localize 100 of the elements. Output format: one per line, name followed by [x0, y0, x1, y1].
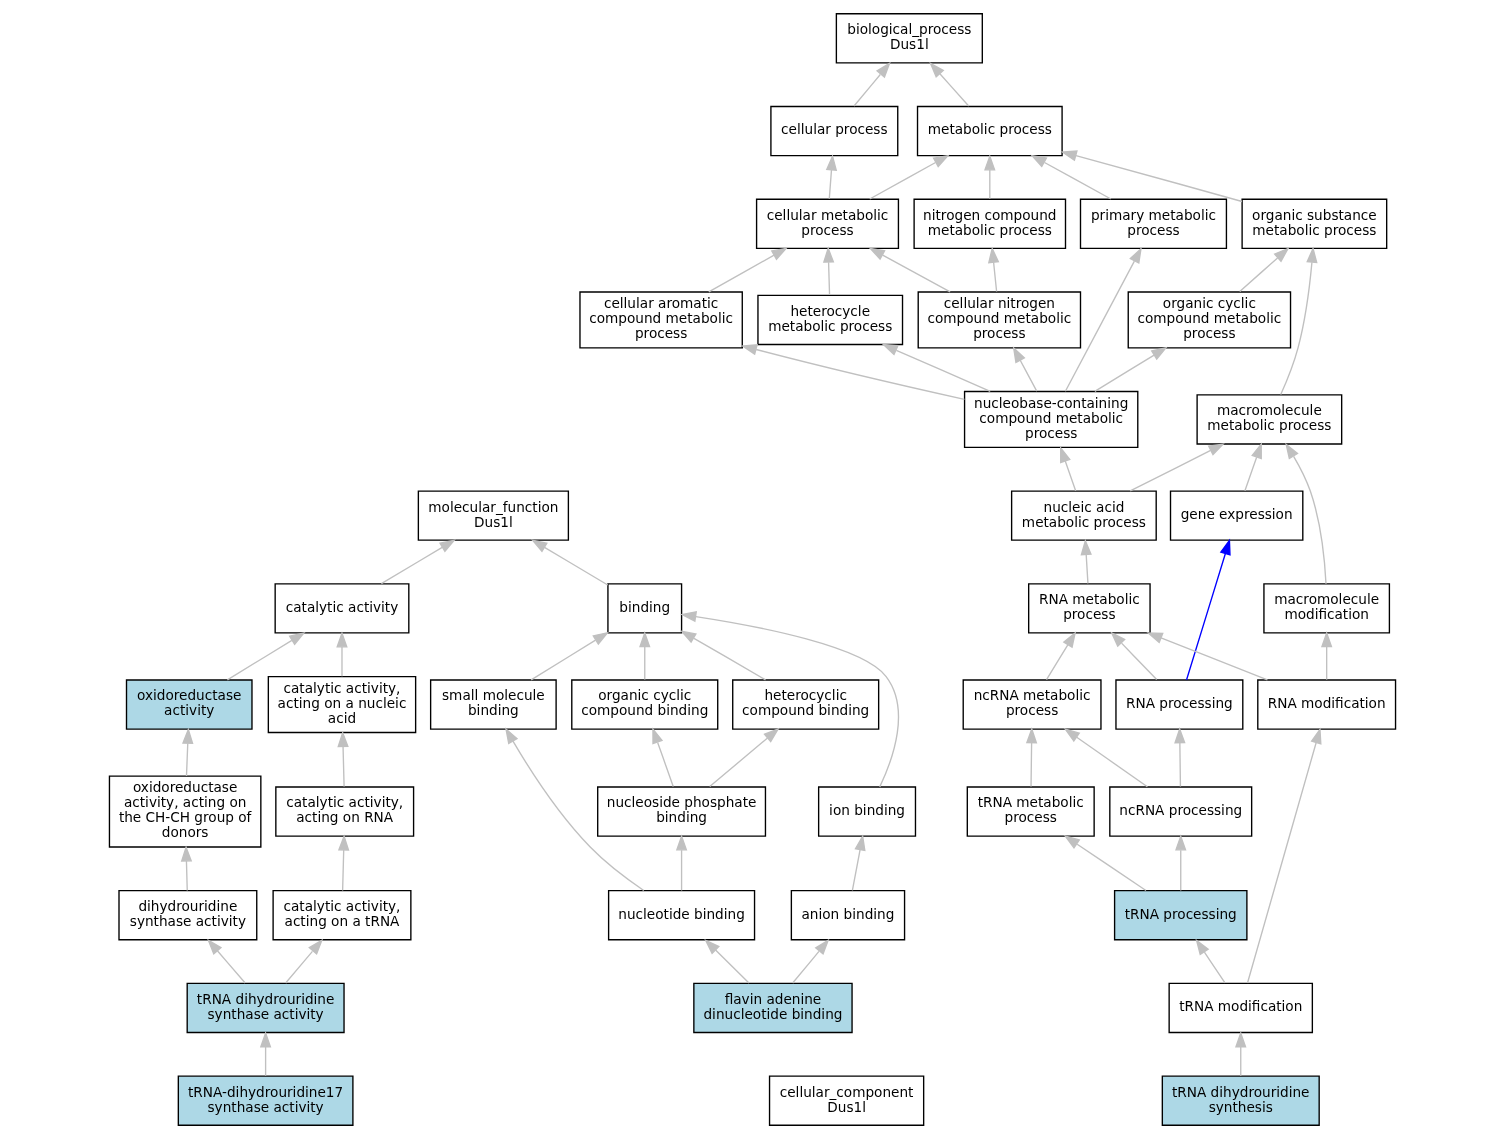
arrow — [675, 834, 687, 892]
node-box: binding — [606, 583, 682, 634]
arrow — [259, 1031, 271, 1077]
arrow — [181, 727, 193, 777]
arrow — [825, 154, 837, 200]
node-box: anion binding — [790, 890, 905, 941]
arrow — [504, 727, 644, 892]
node-box: tRNA dihydrouridine synthase activity — [186, 982, 345, 1034]
node-box: tRNA processing — [1113, 890, 1248, 941]
node-box: RNA modification — [1256, 679, 1396, 730]
arrow — [1145, 632, 1268, 681]
node-box: organic cyclic compound metabolic process — [1127, 291, 1291, 349]
node-box: gene expression — [1169, 490, 1303, 541]
arrow — [530, 539, 608, 586]
node-box: tRNA-dihydrouridine17 synthase activity — [177, 1075, 354, 1126]
node-box: oxidoreductase activity, acting on the CH-CH group of donors — [108, 775, 261, 848]
node-box: cellular metabolic process — [755, 198, 899, 249]
node-box: metabolic process — [916, 105, 1063, 157]
arrow — [679, 630, 766, 681]
arrow — [791, 938, 829, 984]
arrow — [987, 246, 999, 293]
arrow — [638, 630, 650, 681]
node-box: cellular_component Dus1l — [768, 1075, 924, 1126]
arrow — [226, 632, 306, 681]
arrow — [1012, 346, 1037, 392]
arrow — [928, 61, 969, 107]
arrow — [1093, 346, 1168, 393]
arrow — [740, 344, 965, 401]
node-box: organic substance metabolic process — [1240, 198, 1387, 249]
arrow — [206, 938, 246, 984]
arrow — [703, 938, 750, 984]
node-box: macromolecule metabolic process — [1195, 394, 1342, 445]
arrow — [852, 61, 891, 107]
node-box: catalytic activity, acting on RNA — [274, 786, 414, 837]
node-box: nitrogen compound metabolic process — [912, 198, 1066, 249]
node-box: catalytic activity, acting on a tRNA — [271, 890, 412, 941]
node-box: nucleic acid metabolic process — [1010, 490, 1157, 541]
node-box: nucleoside phosphate binding — [596, 786, 766, 837]
node-box: cellular nitrogen compound metabolic process — [917, 291, 1081, 349]
node-box: catalytic activity — [274, 583, 409, 634]
node-box: nucleotide binding — [607, 890, 755, 941]
arrow — [1064, 246, 1142, 392]
arrow — [1045, 631, 1076, 681]
node-box: organic cyclic compound binding — [570, 679, 718, 730]
node-box: ion binding — [817, 786, 916, 837]
arrow — [1174, 834, 1186, 892]
arrow — [1195, 938, 1226, 984]
arrow — [1063, 728, 1148, 788]
arrow — [851, 834, 866, 892]
arrow — [707, 247, 788, 293]
node-box: tRNA metabolic process — [966, 786, 1095, 837]
arrow — [1185, 538, 1231, 681]
arrow — [983, 154, 996, 200]
node-box: oxidoreductase activity — [125, 679, 253, 730]
arrow — [1059, 446, 1076, 492]
arrow — [335, 631, 348, 677]
node-box: tRNA dihydrouridine synthesis — [1161, 1075, 1320, 1126]
node-box: heterocyclic compound binding — [731, 679, 879, 730]
node-box: macromolecule modification — [1262, 583, 1390, 634]
arrow — [1246, 727, 1322, 984]
node-box: RNA processing — [1114, 679, 1243, 730]
node-box: RNA metabolic process — [1027, 583, 1151, 634]
node-box: primary metabolic process — [1079, 198, 1227, 249]
arrow — [180, 845, 192, 892]
arrow — [1279, 246, 1318, 396]
arrow — [1109, 631, 1157, 681]
arrow — [1060, 150, 1243, 203]
arrow — [284, 938, 323, 984]
arrow — [1173, 727, 1186, 788]
node-box: nucleobase-containing compound metabolic process — [963, 390, 1138, 449]
node-box: cellular process — [769, 105, 898, 157]
arrow — [708, 727, 780, 788]
arrow — [868, 247, 951, 293]
arrow — [530, 631, 609, 681]
node-box: catalytic activity, acting on a nucleic acid — [267, 675, 416, 734]
arrow — [1063, 835, 1147, 892]
node-box: small molecule binding — [429, 679, 557, 730]
arrow — [868, 154, 950, 200]
arrow — [822, 246, 834, 296]
arrow — [881, 343, 991, 393]
arrow — [1234, 1031, 1246, 1077]
node-box: biological_process Dus1l — [835, 13, 983, 64]
arrow — [1029, 154, 1112, 200]
arrow — [337, 834, 349, 892]
arrow — [1320, 630, 1332, 681]
arrow — [1284, 442, 1327, 585]
arrow — [336, 730, 349, 788]
arrow — [380, 539, 456, 585]
arrow — [1238, 247, 1290, 293]
node-box: ncRNA processing — [1108, 786, 1252, 837]
node-box: molecular_function Dus1l — [417, 490, 569, 541]
arrow — [1243, 442, 1262, 492]
arrow — [1025, 727, 1037, 788]
arrow — [1129, 443, 1225, 492]
node-box: dihydrouridine synthase activity — [117, 890, 257, 941]
node-box: tRNA modification — [1167, 982, 1313, 1034]
node-box: flavin adenine dinucleotide binding — [692, 982, 853, 1034]
node-box: heterocycle metabolic process — [756, 294, 903, 346]
arrow — [1080, 538, 1092, 585]
arrow — [679, 611, 899, 788]
